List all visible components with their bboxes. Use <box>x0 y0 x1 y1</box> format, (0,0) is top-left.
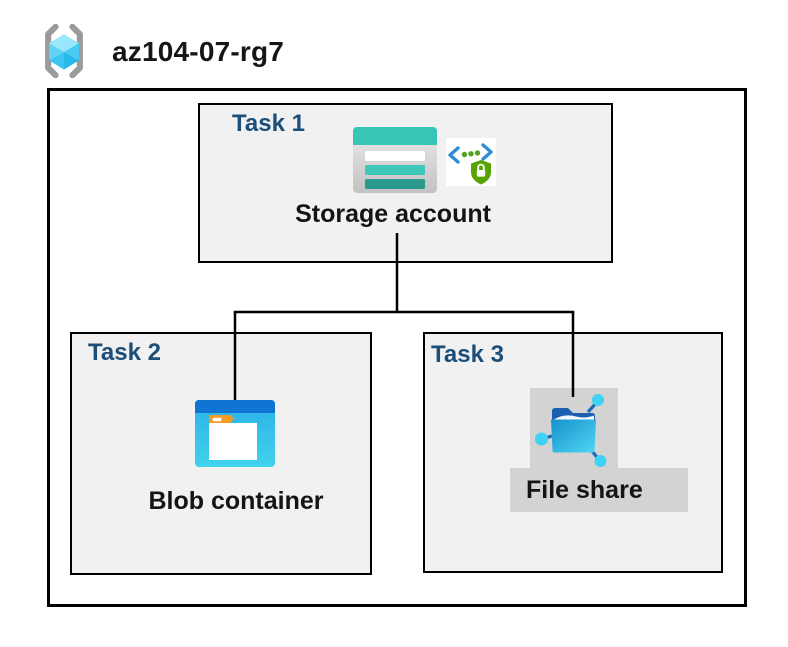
file-share-label-backdrop: File share <box>510 468 688 512</box>
resource-group-icon <box>45 23 83 79</box>
blob-container-icon <box>195 400 275 467</box>
file-share-icon-backdrop <box>530 388 618 468</box>
storage-account-label: Storage account <box>295 200 491 228</box>
storage-account-icon <box>353 127 437 193</box>
task-3-title: Task 3 <box>431 341 504 368</box>
file-share-icon <box>535 394 607 467</box>
blob-container-label: Blob container <box>148 487 324 515</box>
file-share-label: File share <box>526 476 643 504</box>
task-1-title: Task 1 <box>232 110 305 137</box>
resource-group-title: az104-07-rg7 <box>112 36 285 67</box>
access-keys-icon <box>446 138 496 186</box>
task-2-title: Task 2 <box>88 339 161 366</box>
